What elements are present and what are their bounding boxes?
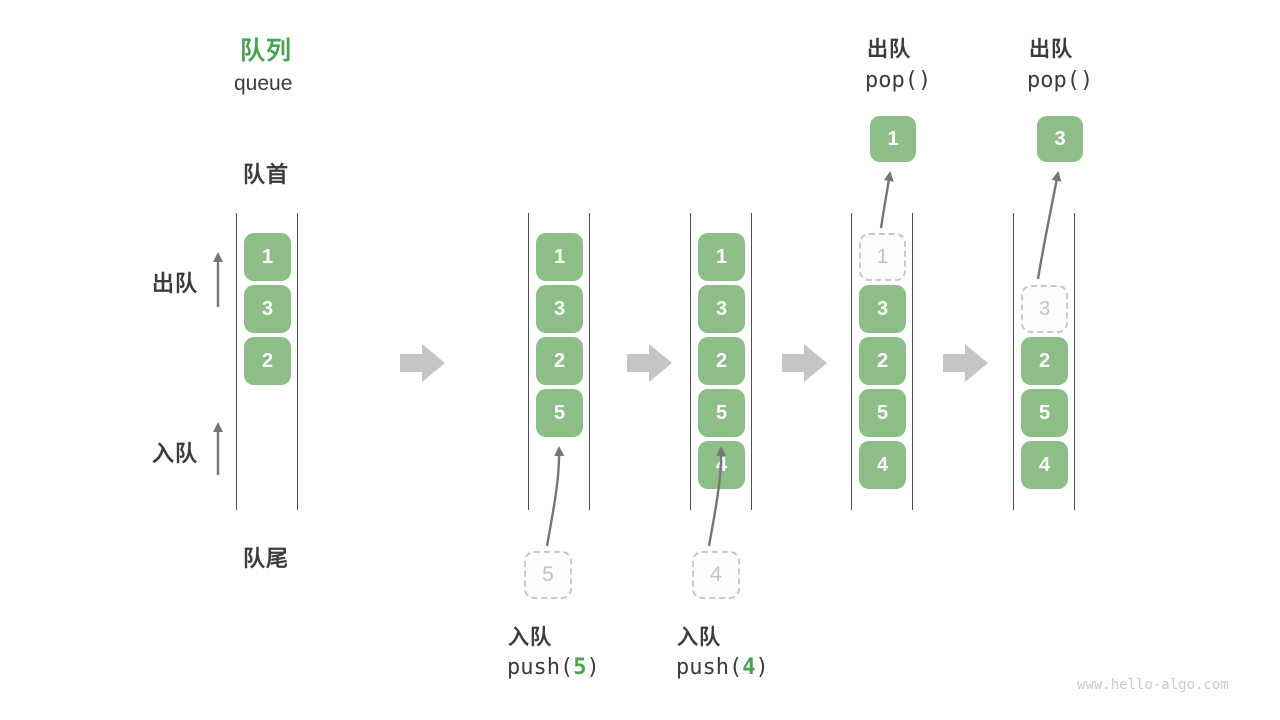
queue-cell: 5 [859, 389, 906, 437]
code-argument: 5 [573, 655, 587, 680]
queue-cell: 3 [698, 285, 745, 333]
popped-cell: 3 [1037, 116, 1083, 162]
dequeue-direction-label: 出队 [152, 271, 199, 296]
queue-cell: 2 [244, 337, 291, 385]
queue-cell: 4 [1021, 441, 1068, 489]
queue-cell: 3 [859, 285, 906, 333]
state-transition-arrow [943, 344, 988, 382]
popped-cell: 1 [870, 116, 916, 162]
watermark: www.hello-algo.com [1077, 677, 1229, 693]
queue-front-label: 队首 [243, 162, 290, 187]
diagram-title-en: queue [234, 72, 293, 95]
dequeue-op-label: 出队 [1029, 38, 1073, 61]
code-prefix: push( [676, 655, 743, 680]
queue-cell: 2 [536, 337, 583, 385]
queue-cell-removed: 1 [859, 233, 906, 281]
queue-cell: 4 [859, 441, 906, 489]
code-suffix: ) [755, 655, 769, 680]
code-suffix: ) [586, 655, 600, 680]
incoming-cell: 5 [524, 551, 572, 599]
dequeue-op-label: 出队 [867, 38, 911, 61]
incoming-cell: 4 [692, 551, 740, 599]
enqueue-op-label: 入队 [508, 626, 552, 649]
queue-cell: 3 [536, 285, 583, 333]
queue-cell-removed: 3 [1021, 285, 1068, 333]
dequeue-op-code: pop() [1027, 68, 1094, 93]
state-transition-arrow [782, 344, 827, 382]
queue-cell: 4 [698, 441, 745, 489]
queue-cell: 2 [859, 337, 906, 385]
queue-cell: 5 [698, 389, 745, 437]
enqueue-direction-label: 入队 [152, 441, 199, 466]
queue-cell: 1 [244, 233, 291, 281]
queue-rear-label: 队尾 [243, 546, 290, 571]
queue-cell: 2 [698, 337, 745, 385]
enqueue-op-code: push(4) [676, 655, 769, 680]
diagram-title-zh: 队列 [240, 37, 293, 65]
code-argument: 4 [742, 655, 756, 680]
queue-cell: 3 [244, 285, 291, 333]
enqueue-op-label: 入队 [677, 626, 721, 649]
state-transition-arrow [627, 344, 672, 382]
queue-cell: 5 [1021, 389, 1068, 437]
queue-cell: 1 [698, 233, 745, 281]
queue-cell: 1 [536, 233, 583, 281]
queue-cell: 2 [1021, 337, 1068, 385]
queue-cell: 5 [536, 389, 583, 437]
enqueue-op-code: push(5) [507, 655, 600, 680]
dequeue-op-code: pop() [865, 68, 932, 93]
code-prefix: push( [507, 655, 574, 680]
state-transition-arrow [400, 344, 445, 382]
